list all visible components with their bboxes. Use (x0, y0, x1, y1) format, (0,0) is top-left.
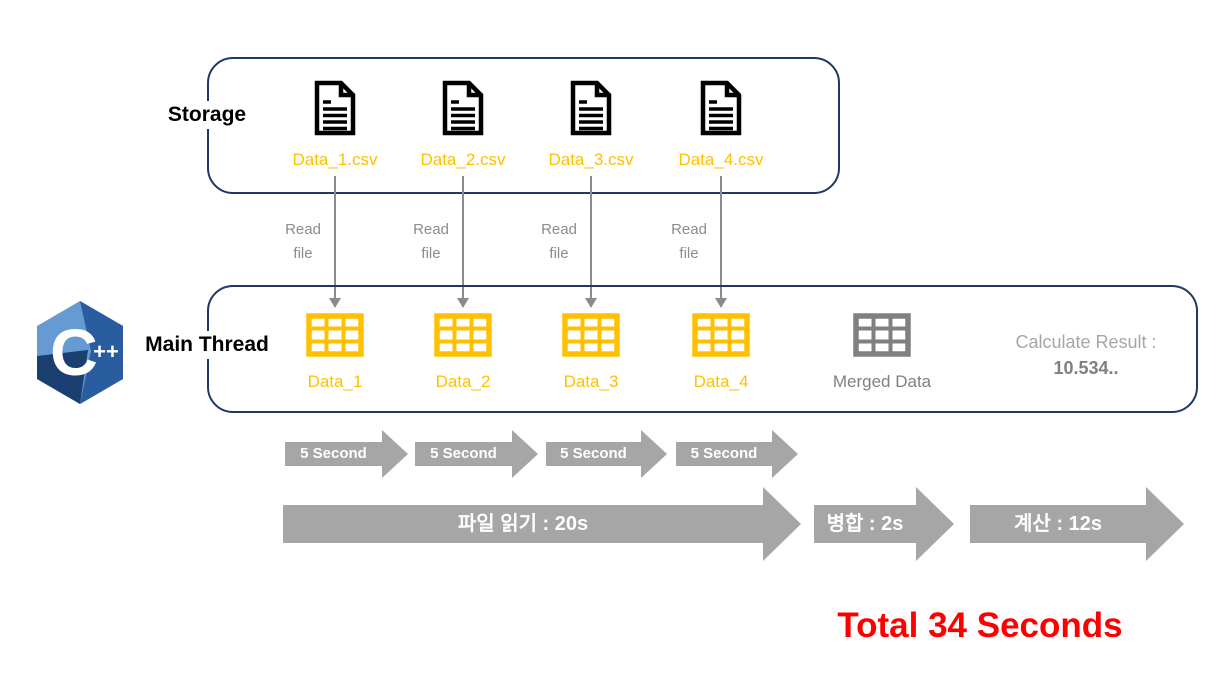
file-item: Data_2.csv (401, 80, 525, 170)
file-name: Data_1.csv (292, 150, 378, 169)
file-item: Data_4.csv (659, 80, 783, 170)
file-item: Data_1.csv (273, 80, 397, 170)
down-arrow-icon (585, 298, 597, 308)
phase-arrow-label: 병합 : 2s (814, 505, 916, 543)
read-file-label: Read file (413, 221, 449, 262)
document-icon (568, 80, 614, 141)
merged-data-item: Merged Data (820, 313, 944, 392)
svg-text:C: C (50, 315, 98, 389)
read-file-label: Read file (285, 221, 321, 262)
phase-arrow-label: 계산 : 12s (970, 505, 1146, 543)
table-name: Data_2 (435, 372, 491, 391)
table-item: Data_1 (273, 313, 397, 392)
file-item: Data_3.csv (529, 80, 653, 170)
calculate-result: Calculate Result : 10.534.. (988, 329, 1184, 381)
calculate-result-value: 10.534.. (1053, 358, 1119, 378)
down-arrow-icon (329, 298, 341, 308)
step-arrow-label: 5 Second (546, 442, 641, 466)
calculate-result-caption: Calculate Result : (1015, 332, 1157, 352)
document-icon (440, 80, 486, 141)
merged-table-icon (853, 313, 911, 362)
arrow-head-icon (772, 430, 798, 478)
table-name: Data_1 (307, 372, 363, 391)
file-name: Data_3.csv (548, 150, 634, 169)
document-icon (312, 80, 358, 141)
arrow-head-icon (916, 487, 954, 561)
read-arrow-line (590, 176, 592, 299)
table-icon (562, 313, 620, 362)
down-arrow-icon (457, 298, 469, 308)
read-file-label: Read file (671, 221, 707, 262)
step-arrow-label: 5 Second (415, 442, 512, 466)
phase-arrow-label: 파일 읽기 : 20s (283, 505, 763, 543)
step-arrow-label: 5 Second (285, 442, 382, 466)
table-icon (692, 313, 750, 362)
cpp-logo-icon: C ++ (30, 299, 130, 406)
down-arrow-icon (715, 298, 727, 308)
total-time-label: Total 34 Seconds (837, 606, 1123, 645)
arrow-head-icon (763, 487, 801, 561)
read-file-label: Read file (541, 221, 577, 262)
table-item: Data_2 (401, 313, 525, 392)
table-name: Data_3 (563, 372, 619, 391)
merged-data-label: Merged Data (832, 372, 932, 391)
table-name: Data_4 (693, 372, 749, 391)
arrow-head-icon (512, 430, 538, 478)
arrow-head-icon (1146, 487, 1184, 561)
read-arrow-line (462, 176, 464, 299)
table-icon (306, 313, 364, 362)
table-item: Data_4 (659, 313, 783, 392)
read-arrow-line (720, 176, 722, 299)
arrow-head-icon (641, 430, 667, 478)
table-icon (434, 313, 492, 362)
svg-text:++: ++ (93, 339, 119, 364)
step-arrow-label: 5 Second (676, 442, 772, 466)
table-item: Data_3 (529, 313, 653, 392)
arrow-head-icon (382, 430, 408, 478)
read-arrow-line (334, 176, 336, 299)
file-name: Data_4.csv (678, 150, 764, 169)
file-name: Data_2.csv (420, 150, 506, 169)
document-icon (698, 80, 744, 141)
storage-group-label: Storage (158, 101, 256, 129)
main-thread-label: Main Thread (129, 331, 285, 359)
